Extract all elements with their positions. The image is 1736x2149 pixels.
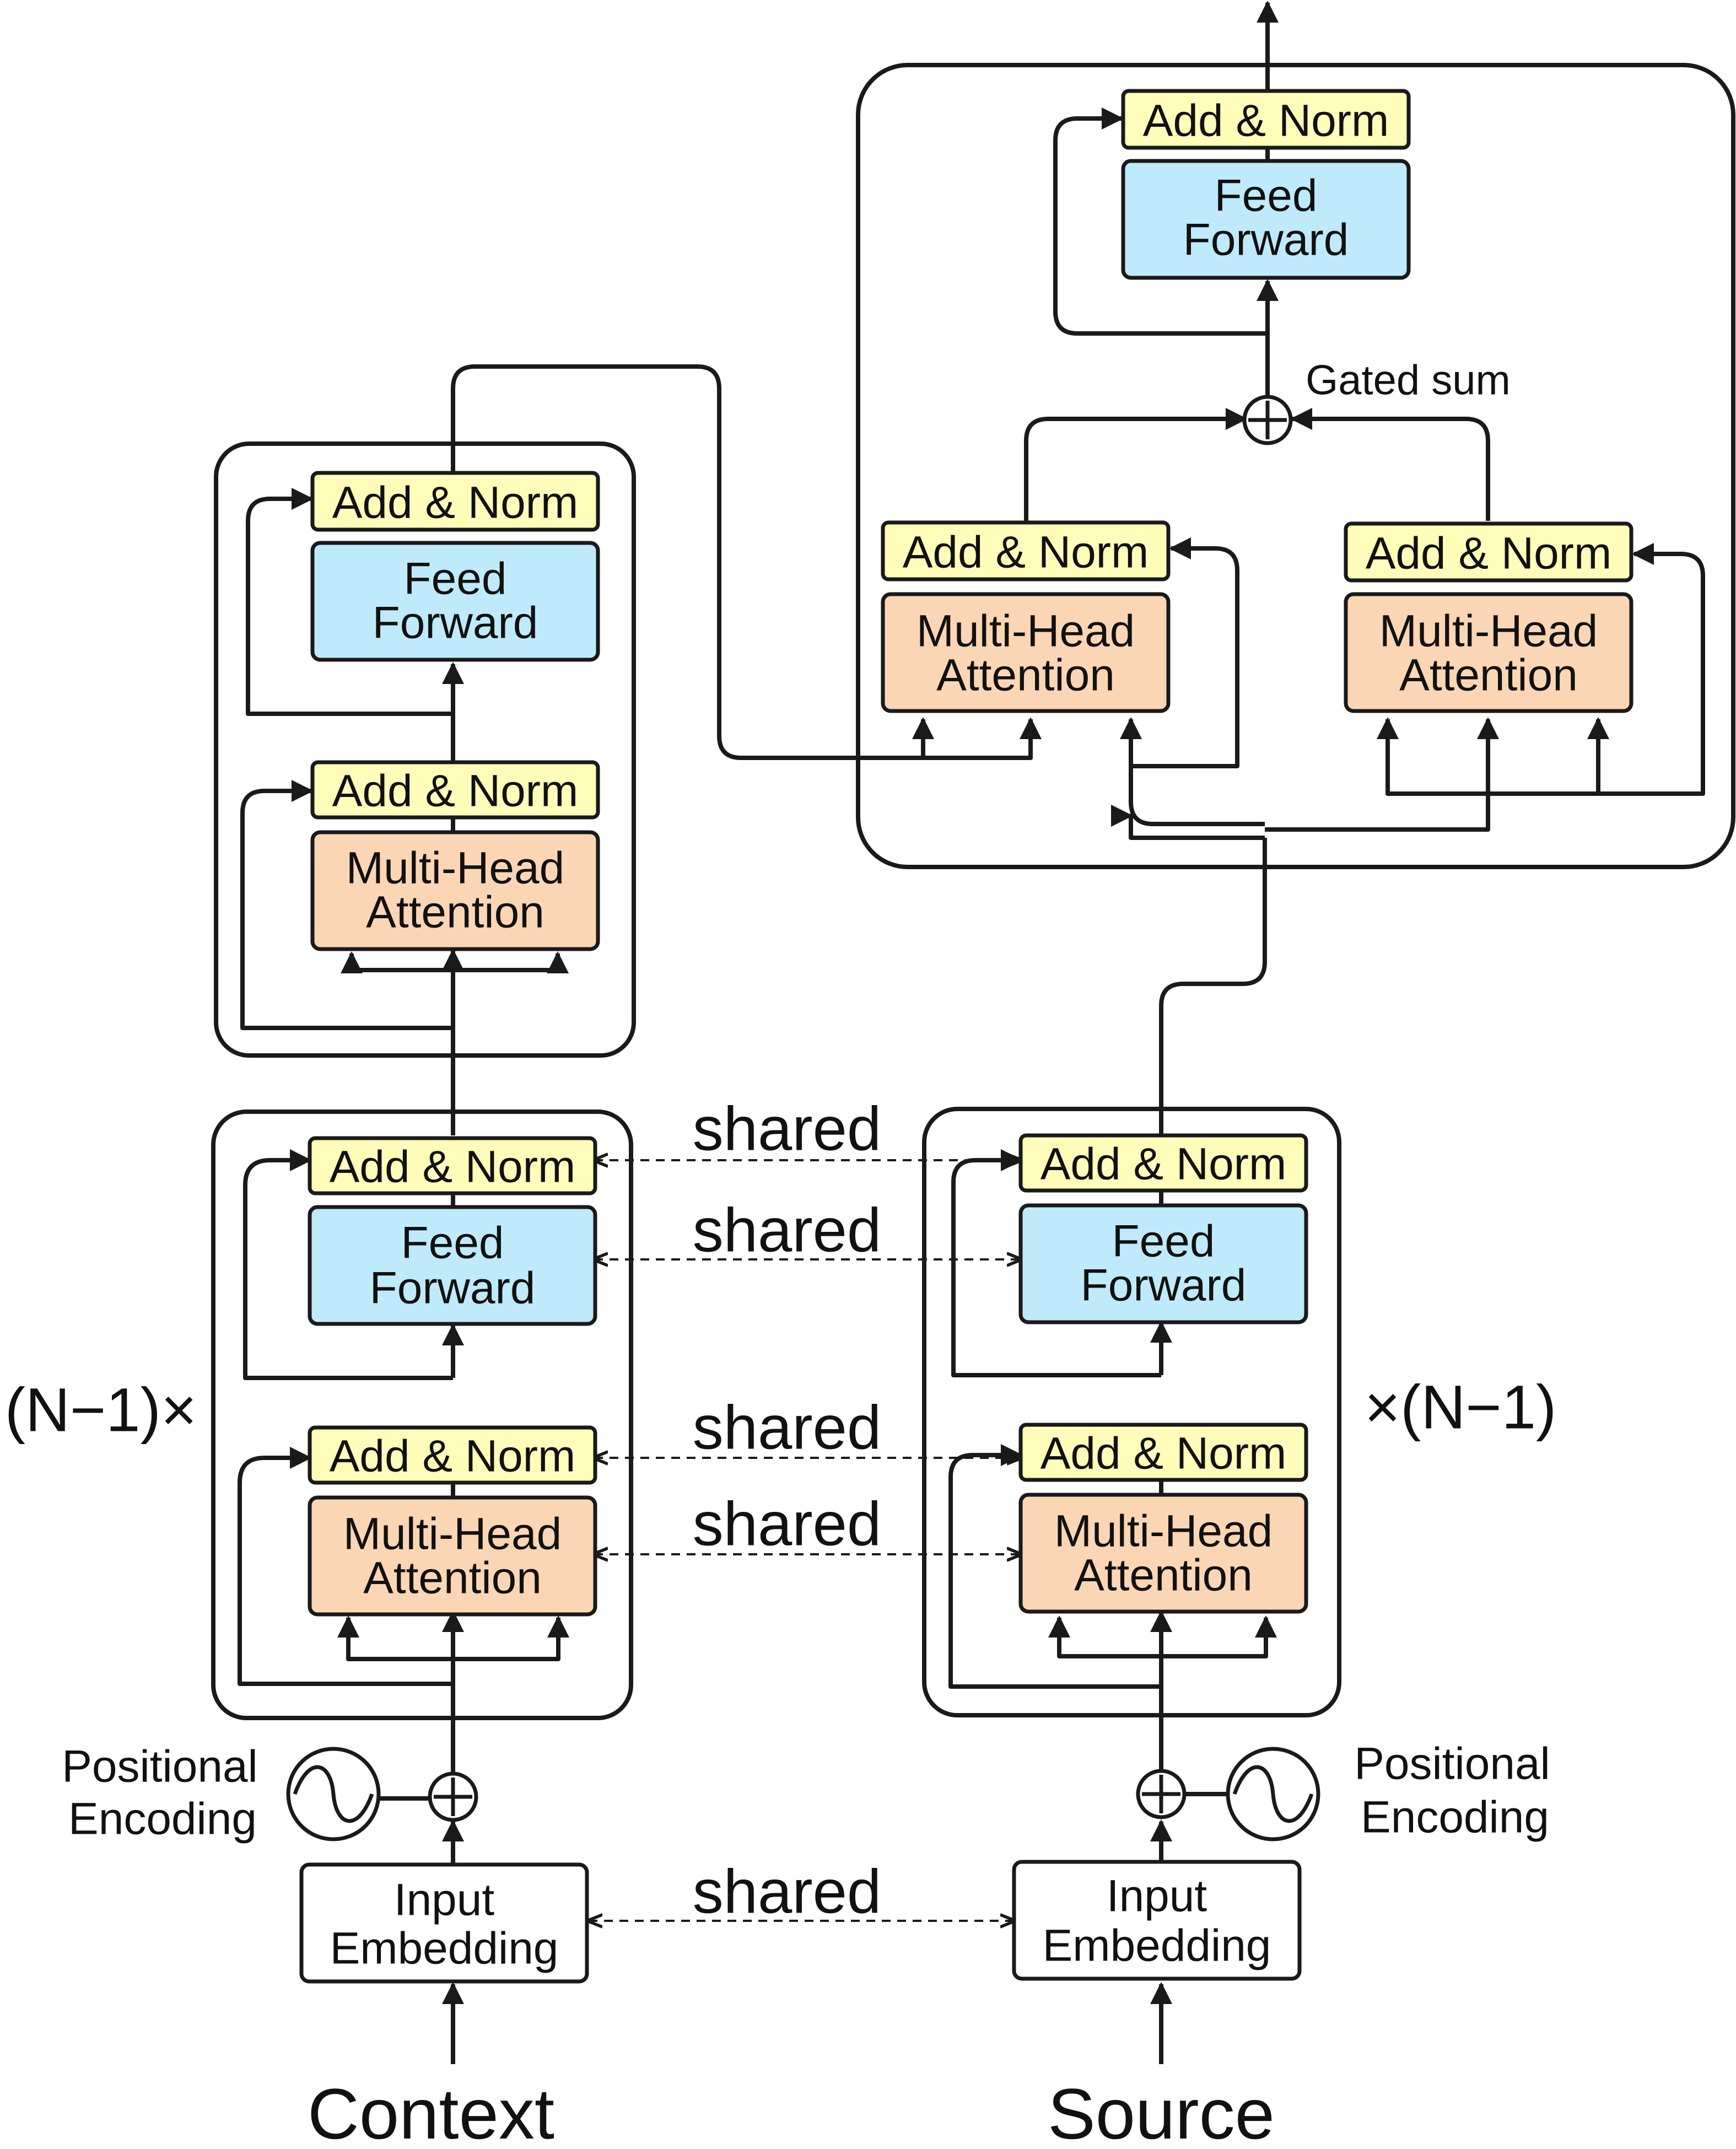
dec-right-addnorm xyxy=(1344,521,1633,583)
dec-right-multihead-attention xyxy=(1344,592,1633,713)
source-sine-icon xyxy=(1226,1747,1320,1841)
dec-addnorm-top xyxy=(1121,89,1411,150)
source-input-label: Source xyxy=(1048,2073,1275,2149)
svg-text:Feed: Feed xyxy=(401,1218,504,1268)
ctx-enc-addnorm-top xyxy=(308,1136,597,1195)
svg-text:Input: Input xyxy=(394,1875,495,1925)
dec-left-multihead-attention xyxy=(881,592,1171,713)
svg-text:Add & Norm: Add & Norm xyxy=(903,527,1149,578)
svg-text:Forward: Forward xyxy=(370,1263,536,1313)
context-input-label: Context xyxy=(308,2073,554,2149)
svg-text:Add & Norm: Add & Norm xyxy=(1040,1139,1287,1189)
shared-label-3: shared xyxy=(693,1393,881,1462)
shared-label-5: shared xyxy=(693,1857,881,1926)
src-enc-multihead-attention xyxy=(1018,1493,1308,1614)
ctx-enc-multihead-attention xyxy=(308,1495,597,1617)
decoder-frame xyxy=(856,63,1735,869)
shared-links xyxy=(589,1160,1021,1921)
svg-text:Attention: Attention xyxy=(936,650,1115,701)
svg-text:Attention: Attention xyxy=(1074,1550,1253,1601)
ctx-upper-feedforward xyxy=(310,541,600,662)
src-enc-addnorm-bottom xyxy=(1018,1423,1308,1482)
dec-left-addnorm xyxy=(881,520,1171,581)
svg-text:Multi-Head: Multi-Head xyxy=(1054,1506,1273,1556)
source-input-embedding xyxy=(1012,1860,1302,1981)
svg-text:Multi-Head: Multi-Head xyxy=(916,606,1135,656)
svg-text:Embedding: Embedding xyxy=(330,1924,559,1974)
source-positional-label-2: Encoding xyxy=(1361,1792,1549,1843)
svg-text:Add & Norm: Add & Norm xyxy=(1143,96,1389,146)
src-enc-addnorm-top xyxy=(1018,1133,1308,1193)
gated-sum-label: Gated sum xyxy=(1306,357,1511,404)
shared-label-4: shared xyxy=(693,1490,881,1559)
source-encoder-frame xyxy=(922,1107,1341,1717)
context-sine-icon xyxy=(286,1747,381,1841)
context-positional-label-2: Encoding xyxy=(68,1794,257,1844)
svg-text:Multi-Head: Multi-Head xyxy=(346,843,564,893)
ctx-upper-addnorm-bottom xyxy=(310,760,600,820)
svg-text:Feed: Feed xyxy=(1112,1216,1215,1267)
svg-text:Add & Norm: Add & Norm xyxy=(330,1431,576,1482)
svg-text:Add & Norm: Add & Norm xyxy=(332,766,579,816)
svg-text:Add & Norm: Add & Norm xyxy=(1040,1429,1287,1479)
ctx-enc-addnorm-bottom xyxy=(308,1425,597,1485)
shared-label-2: shared xyxy=(693,1196,881,1265)
shared-label-1: shared xyxy=(693,1095,881,1164)
svg-text:Attention: Attention xyxy=(366,887,544,938)
svg-text:Attention: Attention xyxy=(1399,650,1578,701)
svg-text:Feed: Feed xyxy=(404,554,507,604)
svg-text:Forward: Forward xyxy=(1081,1261,1247,1311)
context-input-embedding xyxy=(299,1862,589,1984)
svg-text:Forward: Forward xyxy=(373,598,538,648)
ctx-upper-addnorm-top xyxy=(310,471,600,532)
context-positional-label-1: Positional xyxy=(62,1742,258,1792)
svg-text:Multi-Head: Multi-Head xyxy=(1379,606,1598,656)
dec-feedforward xyxy=(1121,159,1411,280)
ctx-enc-feedforward xyxy=(308,1205,597,1326)
svg-text:Multi-Head: Multi-Head xyxy=(343,1509,562,1559)
svg-text:Feed: Feed xyxy=(1215,171,1318,221)
svg-text:Add & Norm: Add & Norm xyxy=(1366,529,1612,579)
svg-text:Forward: Forward xyxy=(1183,215,1349,265)
svg-text:Embedding: Embedding xyxy=(1043,1921,1271,1971)
svg-text:Input: Input xyxy=(1107,1871,1207,1921)
svg-text:Attention: Attention xyxy=(363,1553,542,1603)
context-encoder-frame xyxy=(211,1109,633,1720)
context-upper-frame xyxy=(214,441,636,1058)
svg-text:Add & Norm: Add & Norm xyxy=(330,1142,576,1192)
source-positional-label-1: Positional xyxy=(1354,1739,1550,1789)
ctx-upper-multihead-attention xyxy=(310,830,600,951)
svg-text:Add & Norm: Add & Norm xyxy=(332,478,579,528)
repeat-right-label: ×(N−1) xyxy=(1365,1373,1557,1442)
src-enc-feedforward xyxy=(1018,1203,1308,1324)
repeat-left-label: (N−1)× xyxy=(5,1376,197,1445)
